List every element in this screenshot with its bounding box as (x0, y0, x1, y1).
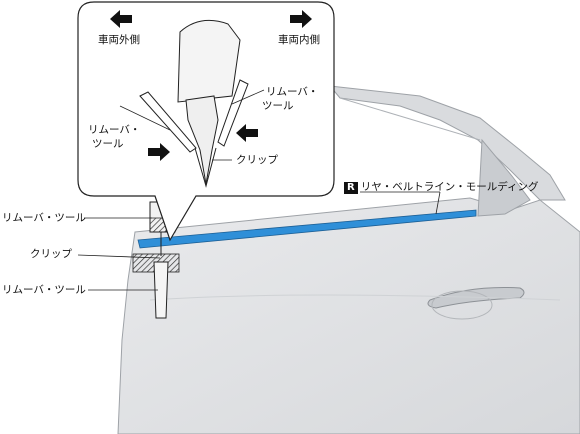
remover-tool-upper-label: リムーバ・ツール (2, 212, 86, 224)
outer-side-label: 車両外側 (98, 34, 140, 46)
part-badge: R (344, 182, 358, 194)
remover-tool-inset-left-line2: ツール (92, 138, 124, 150)
arrow-left-icon (110, 10, 132, 28)
remover-tool-inset-right-line1: リムーバ・ (266, 86, 319, 98)
clip-inset-label: クリップ (236, 154, 278, 166)
push-arrow-right-icon (148, 143, 170, 161)
leader-lines (77, 191, 441, 291)
remover-tool-inset-right-line2: ツール (262, 100, 294, 112)
arrow-right-icon (290, 10, 312, 28)
part-name-text: リヤ・ベルトライン・モールディング (360, 181, 539, 193)
remover-tool-lower-label: リムーバ・ツール (2, 284, 86, 296)
clip-main-label: クリップ (30, 248, 72, 260)
inset-drawing (119, 19, 265, 188)
push-arrow-left-icon (236, 124, 258, 142)
belt-line-molding (137, 209, 477, 249)
car-door-body (117, 85, 580, 434)
remover-tool-inset-left-line1: リムーバ・ (88, 124, 141, 136)
inner-side-label: 車両内側 (278, 34, 320, 46)
